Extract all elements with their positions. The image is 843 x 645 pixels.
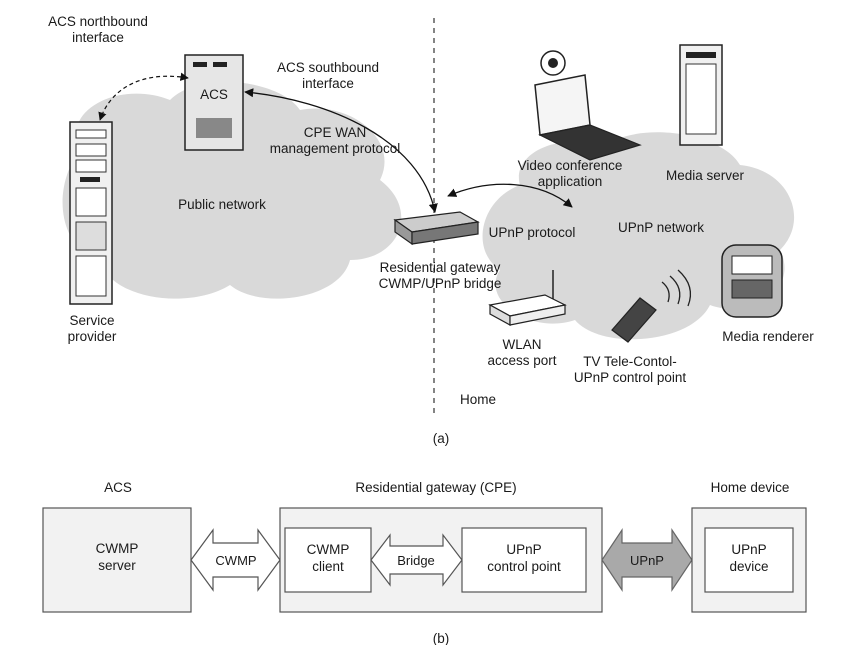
home-label: Home (460, 392, 496, 407)
upnp-control-point-box (461, 527, 587, 593)
home-device-title: Home device (711, 480, 790, 495)
acs-label: ACS (200, 87, 228, 102)
media-server-icon (679, 44, 723, 146)
upnp-device-label-2: device (729, 559, 768, 574)
service-provider-label-2: provider (68, 329, 117, 344)
service-provider-label-1: Service (69, 313, 114, 328)
cpe-wan-label-1: CPE WAN (304, 125, 367, 140)
southbound-arrow (244, 88, 438, 213)
upnp-control-point-label-1: UPnP (506, 542, 541, 557)
public-network-label: Public network (178, 197, 266, 212)
upnp-device-box (704, 527, 794, 593)
cwmp-server-label-1: CWMP (96, 541, 139, 556)
acs-box (42, 507, 192, 613)
gateway-title: Residential gateway (CPE) (355, 480, 516, 495)
upnp-network-label: UPnP network (618, 220, 704, 235)
tv-control-label-2: UPnP control point (574, 370, 687, 385)
cwmp-arrow-label: CWMP (215, 553, 256, 568)
cpe-wan-label-2: management protocol (270, 141, 401, 156)
acs-northbound-label-2: interface (72, 30, 124, 45)
upnp-device-label-1: UPnP (731, 542, 766, 557)
media-server-label: Media server (666, 168, 745, 183)
acs-southbound-label-1: ACS southbound (277, 60, 379, 75)
wlan-access-port-icon (488, 270, 567, 327)
cwmp-client-label-1: CWMP (307, 542, 350, 557)
caption-b: (b) (433, 631, 450, 645)
caption-a: (a) (433, 431, 450, 446)
tv-remote-icon (611, 269, 692, 343)
acs-southbound-label-2: interface (302, 76, 354, 91)
tv-control-label-1: TV Tele-Contol- (583, 354, 677, 369)
bridge-arrow-label: Bridge (397, 553, 435, 568)
upnp-network-cloud (482, 132, 795, 340)
acs-server-icon (184, 54, 244, 151)
upnp-protocol-label: UPnP protocol (489, 225, 576, 240)
video-conference-laptop-icon (534, 50, 642, 161)
cwmp-client-label-2: client (312, 559, 344, 574)
residential-gateway-label-1: Residential gateway (380, 260, 501, 275)
service-provider-rack-icon (69, 121, 113, 305)
media-renderer-label: Media renderer (722, 329, 814, 344)
video-conference-label-2: application (538, 174, 603, 189)
residential-gateway-icon (393, 211, 480, 246)
acs-title: ACS (104, 480, 132, 495)
residential-gateway-label-2: CWMP/UPnP bridge (379, 276, 502, 291)
cwmp-server-label-2: server (98, 558, 136, 573)
media-renderer-icon (721, 244, 783, 318)
video-conference-label-1: Video conference (518, 158, 623, 173)
acs-northbound-label-1: ACS northbound (48, 14, 148, 29)
upnp-protocol-arrow (447, 183, 573, 208)
wlan-label-2: access port (487, 353, 556, 368)
wlan-label-1: WLAN (502, 337, 541, 352)
northbound-arrow (98, 72, 189, 121)
upnp-arrow-label: UPnP (630, 553, 664, 568)
upnp-control-point-label-2: control point (487, 559, 561, 574)
